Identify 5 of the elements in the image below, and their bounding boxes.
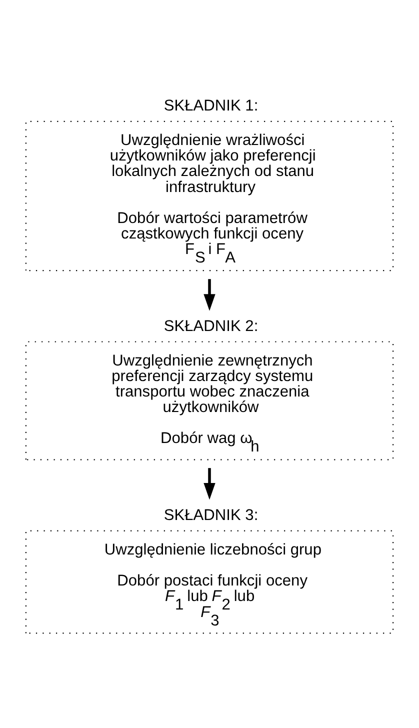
node-label: SKŁADNIK 2: bbox=[164, 318, 258, 335]
arrow bbox=[204, 468, 216, 500]
node-label: SKŁADNIK 1: bbox=[164, 98, 258, 115]
arrow bbox=[204, 279, 216, 311]
node-label: SKŁADNIK 3: bbox=[164, 506, 258, 524]
